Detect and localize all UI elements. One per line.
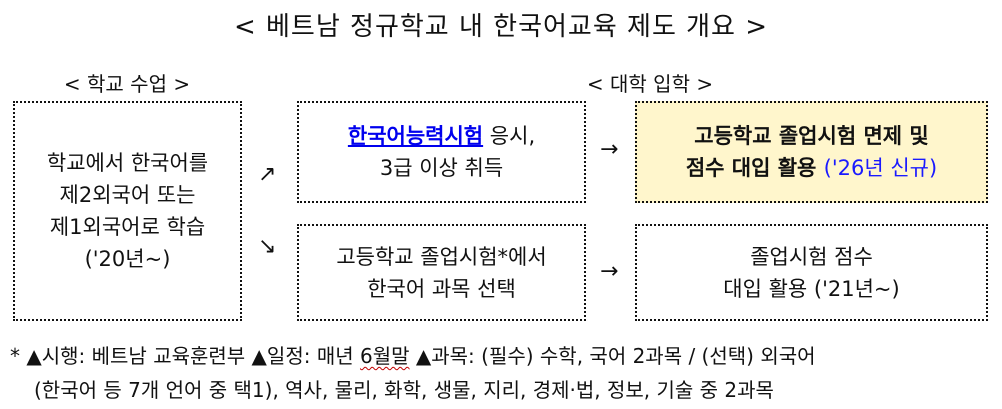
arrow-right-icon: →: [600, 137, 619, 162]
exemption-box: 고등학교 졸업시험 면제 및 점수 대입 활용 ('26년 신규): [635, 101, 988, 203]
school-class-line: 제1외국어로 학습: [49, 215, 206, 239]
page-title: < 베트남 정규학교 내 한국어교육 제도 개요 >: [233, 12, 769, 42]
arrow-up-right-icon: ↗: [258, 162, 277, 187]
exemption-line2: 점수 대입 활용: [685, 156, 824, 180]
footnote-suffix: ▲과목: (필수) 수학, 국어 2과목 / (선택) 외국어: [409, 344, 816, 368]
footnote-line2: (한국어 등 7개 언어 중 택1), 역사, 물리, 화학, 생물, 지리, …: [34, 378, 774, 402]
school-class-box: 학교에서 한국어를 제2외국어 또는 제1외국어로 학습 ('20년~): [13, 101, 242, 321]
section-label-university: < 대학 입학 >: [586, 72, 714, 96]
arrow-right-icon: →: [600, 259, 619, 284]
grad-exam-line1: 고등학교 졸업시험*에서: [336, 244, 547, 269]
footnote-prefix: * ▲시행: 베트남 교육훈련부 ▲일정: 매년: [10, 344, 360, 368]
topik-line2: 3급 이상 취득: [379, 156, 504, 180]
arrow-down-right-icon: ↘: [258, 234, 277, 259]
school-class-line: 학교에서 한국어를: [46, 151, 209, 175]
topik-box: 한국어능력시험 응시, 3급 이상 취득: [297, 101, 586, 203]
grad-exam-box: 고등학교 졸업시험*에서 한국어 과목 선택: [297, 224, 586, 321]
grad-score-line1: 졸업시험 점수: [750, 244, 873, 269]
footnote-date: 6월말: [359, 344, 410, 368]
exemption-line1: 고등학교 졸업시험 면제 및: [694, 124, 929, 148]
topik-line1-rest: 응시,: [483, 124, 536, 148]
new-2026-note: ('26년 신규): [823, 156, 938, 180]
grad-exam-line2: 한국어 과목 선택: [367, 276, 516, 301]
section-label-school: < 학교 수업 >: [63, 72, 191, 96]
topik-link[interactable]: 한국어능력시험: [347, 124, 484, 148]
school-class-line: 제2외국어 또는: [59, 183, 196, 207]
footnote-line1: * ▲시행: 베트남 교육훈련부 ▲일정: 매년 6월말 ▲과목: (필수) 수…: [10, 340, 816, 369]
school-class-line: ('20년~): [84, 247, 171, 271]
grad-score-line2: 대입 활용 ('21년~): [723, 276, 900, 301]
grad-score-box: 졸업시험 점수 대입 활용 ('21년~): [635, 224, 988, 321]
